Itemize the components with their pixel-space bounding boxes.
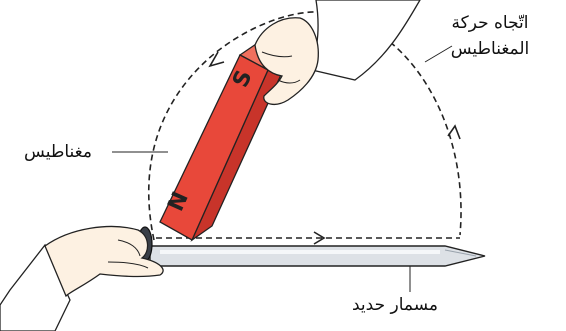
label-magnet-direction-line1: اتّجاه حركة [430,10,550,36]
right-hand [255,0,420,104]
label-magnet-direction-line2: المغناطيس [430,36,550,62]
left-hand-palm [45,227,163,296]
left-hand [0,227,163,331]
nail-shine [160,250,440,254]
right-sleeve [312,0,420,80]
label-magnet-direction: اتّجاه حركة المغناطيس [430,10,550,62]
arrow-left-icon [210,52,224,66]
label-magnet: مغناطيس [8,142,108,162]
label-iron-nail: مسمار حديد [330,295,460,315]
nail-shaft [150,246,485,266]
